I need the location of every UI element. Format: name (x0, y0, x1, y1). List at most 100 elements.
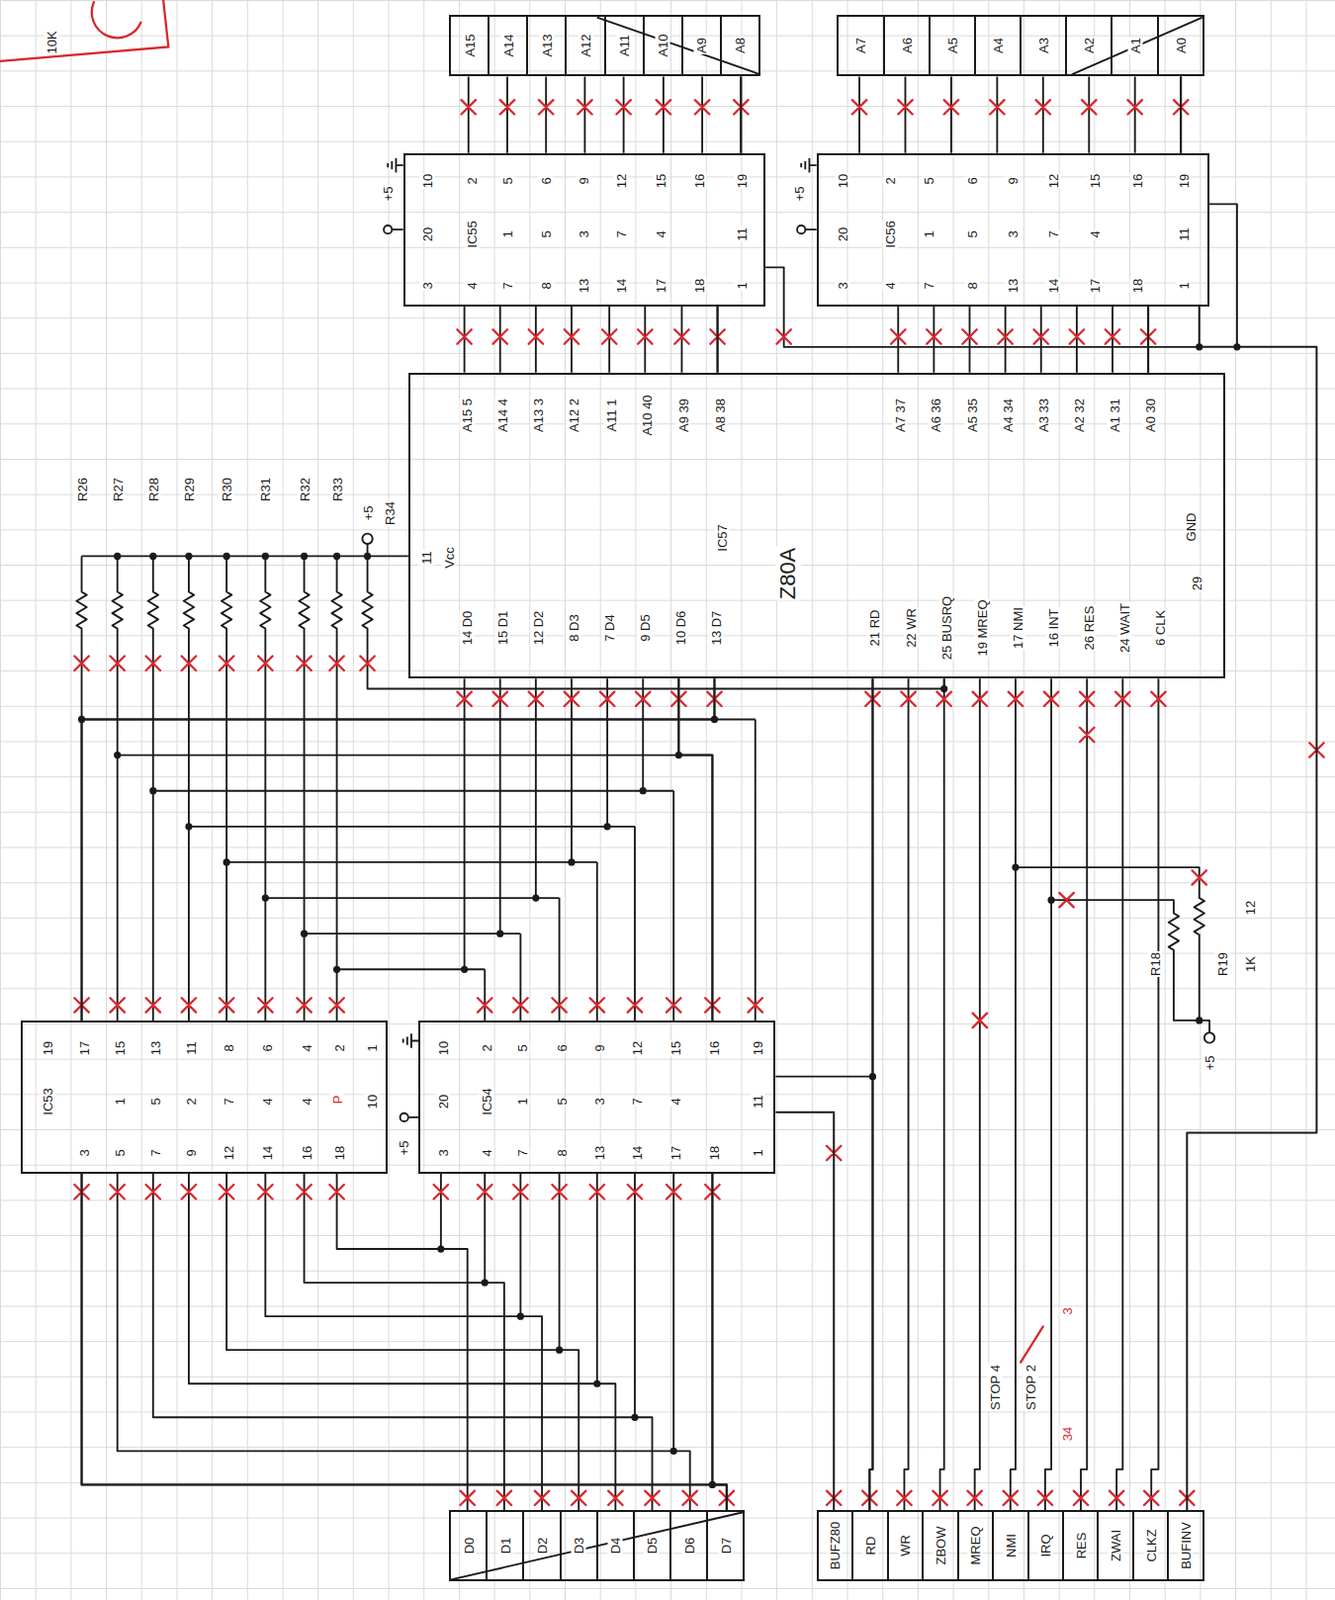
signal-label: D1 (497, 1536, 513, 1556)
annotation-label: 10K (43, 30, 59, 56)
buffer-chip: 1025691215161920IC5615374113478131417181 (816, 153, 1210, 307)
pin-label: 16 INT (1046, 607, 1062, 648)
pin-label: A1 31 (1106, 397, 1122, 434)
supply-terminal (797, 225, 805, 234)
pin-label: 19 MREQ (974, 598, 989, 657)
pin-label: 7 (221, 1097, 237, 1107)
pin-label: 19 (1176, 172, 1192, 188)
switch-mark (1020, 1326, 1044, 1362)
pin-label: 3 (435, 1148, 450, 1157)
pin-label: 3 (835, 280, 851, 290)
pin-label: 19 (734, 172, 750, 188)
pin-label: Vcc (442, 546, 457, 571)
signal-label: A12 (577, 33, 593, 59)
ground-symbol (387, 158, 816, 1049)
supply-terminal (400, 1113, 409, 1122)
connector-cell: D5 (634, 1512, 672, 1580)
address-connector: A15A14A13A12A11A10A9A8 (448, 14, 761, 77)
buffer-chip: 1025691215161920IC5515374113478131417181 (403, 153, 766, 307)
pin-label: 3 (576, 230, 592, 240)
pin-label: 1 (749, 1148, 765, 1157)
signal-label: A14 (500, 33, 516, 59)
annotation-label: R26 (74, 476, 89, 503)
pin-label: 13 (591, 1145, 607, 1161)
bus-wire (739, 76, 742, 153)
pin-label: 1 (921, 230, 937, 240)
signal-label: D4 (608, 1536, 623, 1556)
checked-cross (74, 99, 1324, 1506)
bus-wire (712, 1173, 726, 1512)
pin-label: 11 (1176, 227, 1192, 244)
pin-label: 5 (515, 1043, 531, 1053)
signal-label: A7 (853, 36, 869, 55)
pin-label: 4 (882, 280, 897, 290)
pin-label: 9 (1004, 176, 1020, 185)
bus-wire (716, 306, 719, 373)
supply-terminal (1204, 1032, 1215, 1043)
pin-label: 17 (1087, 277, 1103, 294)
supply-wires (391, 229, 816, 1118)
pin-label: 20 (420, 226, 436, 243)
annotation-label: 34 (1059, 1425, 1074, 1442)
signal-label: RD (862, 1535, 878, 1557)
connector-cell: D6 (671, 1512, 709, 1580)
connector-cell: CLKZ (1134, 1512, 1169, 1580)
pin-label: 6 (964, 176, 979, 185)
address-wires (464, 76, 1182, 372)
signal-label: IRQ (1038, 1533, 1054, 1559)
pin-label: A13 3 (530, 397, 545, 434)
pin-label: 13 (147, 1039, 163, 1056)
pin-label: 5 (964, 230, 979, 240)
pin-label: 1 (1176, 280, 1192, 290)
pin-label: 29 (1188, 575, 1204, 592)
annotation-label: +5 (380, 185, 396, 203)
pin-label: 3 (420, 280, 436, 290)
pin-label: 9 (576, 176, 592, 185)
pin-label: A4 34 (999, 397, 1015, 434)
connector-cell: D7 (708, 1512, 743, 1580)
pin-label: A0 30 (1143, 397, 1158, 434)
connector-cell: A4 (976, 16, 1022, 75)
pin-label: 15 D1 (494, 609, 510, 646)
pin-label: 18 (331, 1145, 347, 1161)
address-connector: A7A6A5A4A3A2A1A0 (836, 14, 1205, 77)
annotation-label: +5 (395, 1139, 411, 1157)
connector-cell: D2 (524, 1512, 561, 1580)
signal-label: A0 (1172, 36, 1188, 55)
control-wires (775, 678, 1158, 1511)
data-wires (82, 678, 756, 1021)
connector-cell: A1 (1112, 16, 1158, 75)
pin-label: 5 (553, 1097, 569, 1107)
pin-label: 8 (538, 280, 554, 290)
signal-label: A9 (694, 36, 710, 55)
annotation-label: 1K (1243, 955, 1258, 974)
pin-label: A11 1 (604, 397, 620, 433)
pin-label: 2 (331, 1043, 347, 1053)
pin-label: GND (1183, 512, 1199, 543)
annotation-label: R18 (1148, 951, 1163, 978)
pin-label: 10 (435, 1039, 450, 1056)
signal-label: A6 (898, 36, 914, 55)
pin-label: IC55 (463, 220, 479, 250)
signal-label: RES (1072, 1531, 1088, 1561)
pin-label: 4 (479, 1148, 495, 1157)
pin-label: 4 (298, 1043, 314, 1053)
connector-cell: MREQ (959, 1512, 994, 1580)
signal-label: A15 (461, 33, 477, 59)
pin-label: 9 (182, 1148, 198, 1157)
connector-cell: A5 (930, 16, 977, 75)
pin-label: IC56 (882, 220, 897, 250)
bus-wire (1179, 76, 1182, 153)
pin-label: 3 (76, 1148, 91, 1157)
pin-label: A5 35 (964, 397, 979, 434)
pin-label: 2 (463, 176, 479, 185)
pin-label: 7 (515, 1148, 531, 1157)
pin-label: A10 40 (639, 393, 655, 437)
annotation-label: P (329, 1094, 345, 1106)
pin-label: 18 (1129, 277, 1145, 294)
pin-label: 26 RES (1081, 604, 1097, 651)
